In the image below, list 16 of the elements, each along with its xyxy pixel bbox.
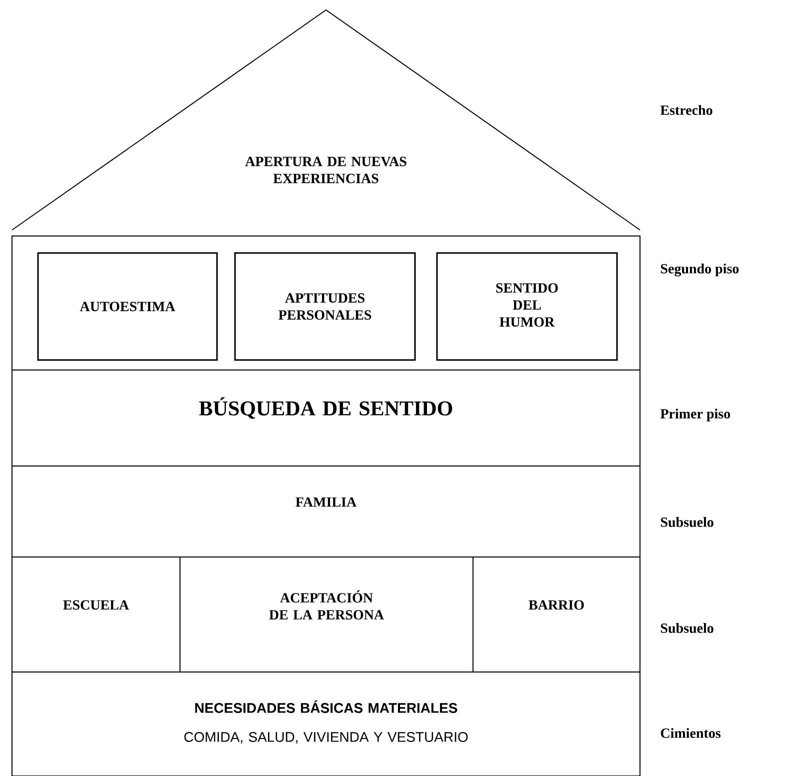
floor-label: Cimientos bbox=[660, 728, 721, 738]
text-box: SENTIDO DEL HUMOR bbox=[436, 252, 618, 361]
text-box: BÚSQUEDA DE SENTIDO bbox=[12, 370, 640, 466]
floor-box bbox=[12, 236, 640, 370]
text-box: ACEPTACIÓN DE LA PERSONA bbox=[180, 556, 474, 672]
text-box: APTITUDES PERSONALES bbox=[234, 252, 416, 361]
text-box: AUTOESTIMA bbox=[37, 252, 218, 361]
text-box: NECESIDADES BÁSICAS MATERIALES COMIDA, SALUD, VIVIENDA Y VESTUARIO bbox=[12, 672, 640, 776]
floor-label: Subsuelo bbox=[660, 517, 714, 527]
floor-label: Primer piso bbox=[660, 408, 730, 422]
floor-label: Subsuelo bbox=[660, 623, 714, 633]
text-box: ESCUELA bbox=[12, 556, 180, 672]
text-box: FAMILIA bbox=[12, 466, 640, 558]
text-box: BARRIO bbox=[472, 556, 640, 672]
floor-label: Segundo piso bbox=[660, 264, 739, 276]
floor-label: Estrecho bbox=[660, 105, 712, 115]
